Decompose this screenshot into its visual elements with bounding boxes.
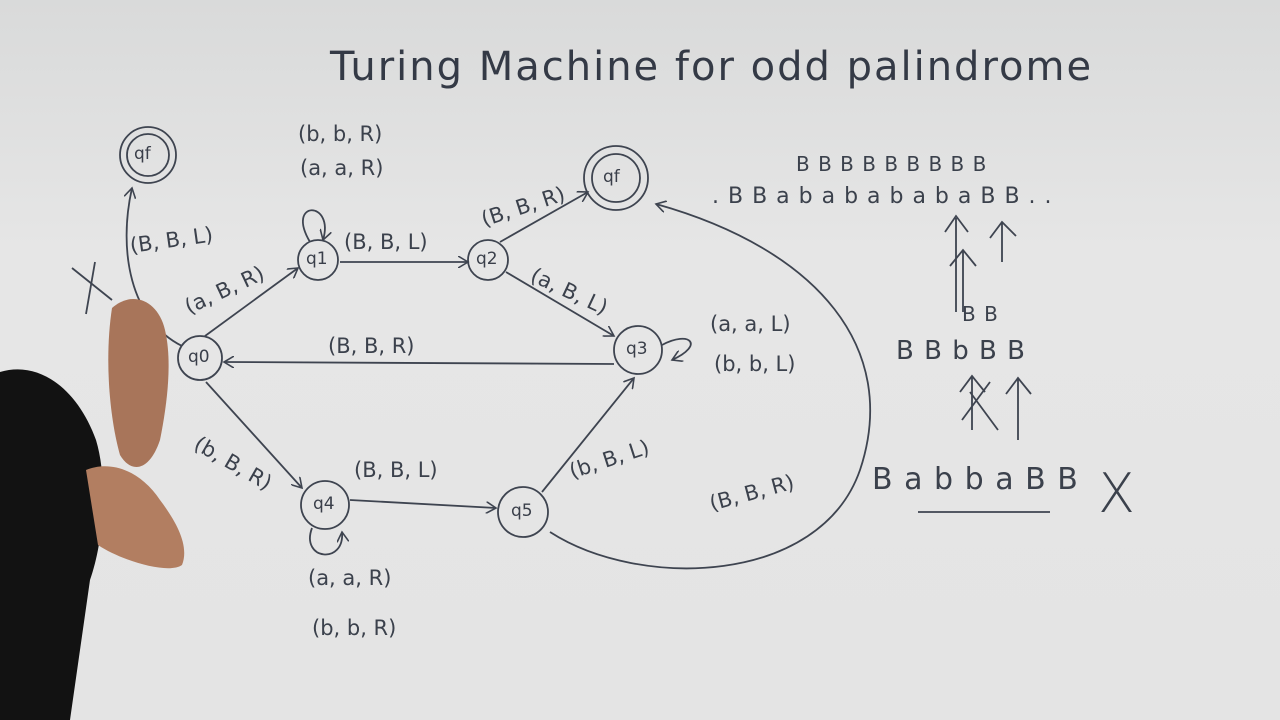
state-circle-q3 [613,325,663,375]
tape1-main-row: . B B a b a b a b a b a B B . . [712,184,1053,209]
state-label-q0: q0 [188,347,210,367]
tape-arrow-3 [949,248,977,312]
transition-q4-loop-1: (a, a, R) [308,566,392,590]
edge-q0-q1 [204,268,298,337]
cross-stroke-left-2 [85,261,96,315]
tape2-top-row: B B [962,302,999,326]
edge-q3-loop [661,337,692,360]
presenter-silhouette [0,299,185,720]
state-circle-q0 [177,335,223,381]
state-label-q3: q3 [626,339,648,359]
edge-q2-qf [499,192,588,243]
tape-arrow-1 [944,214,969,312]
edge-q5-qf [549,204,871,570]
edge-q5-q3 [541,378,634,493]
transition-q1-loop-1: (b, b, R) [298,122,383,146]
tape-arrow-2 [989,220,1017,262]
state-label-qf-right: qf [603,167,620,187]
state-label-q1: q1 [306,249,328,269]
edge-q1-loop [302,209,325,243]
cross-mark: X [1098,462,1136,525]
edge-q2-q3 [505,271,614,336]
transition-q1-loop-2: (a, a, R) [300,156,384,180]
transition-q3-loop-2: (b, b, L) [714,352,796,376]
tape-arrow-5 [1005,376,1032,440]
state-label-q5: q5 [511,501,533,521]
tape-arrow-6 [961,381,999,431]
state-circle-qf-right-inner [591,153,641,203]
tape-arrow-4 [959,374,986,430]
state-label-q4: q4 [313,494,335,514]
tape3-row: B a b b a B B [872,462,1079,497]
edge-q3-q0 [224,362,615,364]
edge-q0-q4 [205,381,302,488]
state-label-qf-left: qf [134,144,151,164]
state-circle-qf-left-inner [126,133,170,177]
state-circle-q5 [497,486,549,538]
state-circle-qf-right [583,145,649,211]
tape2-main-row: B B b B B [896,336,1026,366]
board-title: Turing Machine for odd palindrome [330,44,1094,90]
transition-q1-q2: (B, B, L) [344,230,428,254]
transition-q4-q5: (B, B, L) [354,458,438,482]
state-circle-q4 [300,480,350,530]
transition-q3-loop-1: (a, a, L) [710,312,791,336]
transition-q3-q0: (B, B, R) [328,334,415,358]
state-label-q2: q2 [476,249,498,269]
state-circle-q1 [297,239,339,281]
transition-q4-loop-2: (b, b, R) [312,616,397,640]
edge-q4-q5 [349,499,496,508]
tape1-top-row: B B B B B B B B B [796,152,988,176]
state-circle-qf-left [119,126,177,184]
edge-q4-loop [309,527,342,556]
